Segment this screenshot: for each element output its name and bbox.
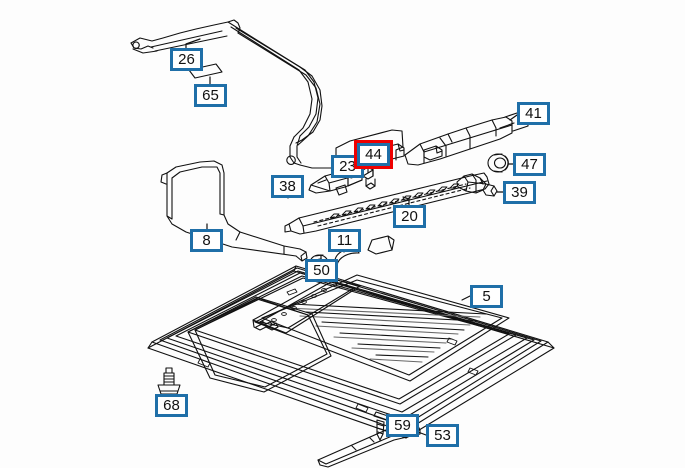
leader-53 [417, 431, 427, 436]
callout-44[interactable]: 44 [357, 143, 390, 166]
callout-65[interactable]: 65 [194, 84, 227, 107]
callout-20[interactable]: 20 [393, 205, 426, 228]
callout-11[interactable]: 11 [328, 229, 361, 252]
callout-5[interactable]: 5 [470, 285, 503, 308]
callout-50[interactable]: 50 [305, 259, 338, 282]
part-8-frame-rail [160, 160, 308, 262]
leader-5 [461, 295, 471, 301]
part-41-drive-unit [404, 111, 529, 166]
part-5-sunroof-frame [147, 265, 555, 439]
part-47-bushing [487, 153, 509, 173]
callout-39[interactable]: 39 [503, 181, 536, 204]
leader-41 [509, 114, 518, 121]
callout-26[interactable]: 26 [170, 48, 203, 71]
leader-20 [402, 196, 410, 206]
part-68-bolt [157, 367, 181, 395]
callout-8[interactable]: 8 [190, 229, 223, 252]
callout-53[interactable]: 53 [426, 424, 459, 447]
leader-26 [185, 38, 201, 49]
part-65-clip [188, 63, 223, 79]
part-deflector [367, 235, 395, 255]
part-sunshade-panel [187, 296, 332, 393]
part-sliding-panel [254, 274, 510, 382]
frame-notches [197, 288, 479, 413]
callout-47[interactable]: 47 [513, 153, 546, 176]
callout-59[interactable]: 59 [386, 414, 419, 437]
callout-38[interactable]: 38 [271, 175, 304, 198]
part-39-screw [456, 173, 498, 197]
leader-23 [347, 177, 363, 187]
part-26-drain-rail [130, 19, 337, 169]
callout-68[interactable]: 68 [155, 394, 188, 417]
callout-41[interactable]: 41 [517, 102, 550, 125]
part-frame-mechanism [252, 319, 279, 331]
